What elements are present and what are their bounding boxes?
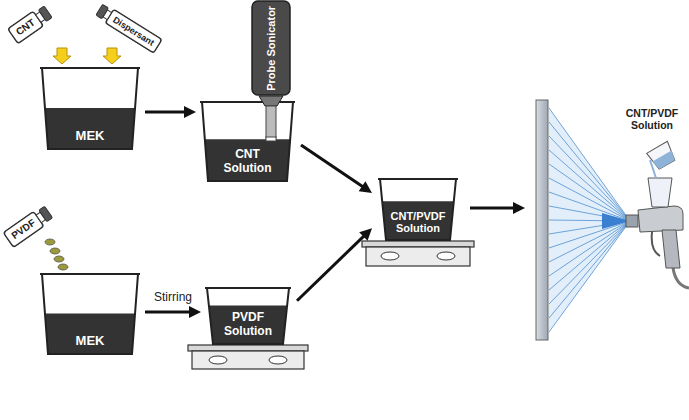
pour-beaker [647,141,678,178]
stirrer-plate [362,241,474,266]
pvdf-pellets [45,239,68,270]
beaker: CNT/PVDF Solution [378,177,458,241]
label-holder: CNT/PVDF Solution [620,108,684,131]
node-label: MEK [76,129,105,144]
spray-cone [549,108,630,332]
flow-arrow [301,145,372,193]
node-label: CNT Solution [217,148,279,176]
reagent-bottle: Dispersant [93,2,163,55]
beaker: MEK [40,66,140,150]
probe-body: Probe Sonicator [251,0,291,96]
flow-arrow [145,306,201,318]
add-arrow [103,48,121,64]
node-label: MEK [76,334,105,349]
flow-arrow [297,228,372,301]
node-label: PVDF Solution [218,311,278,339]
stirrer-plate [188,345,308,369]
beaker: CNT Solution [200,100,295,182]
edge-label: Stirring [152,290,194,304]
reagent-bottle: CNT [6,3,54,45]
probe-sonicator: Probe Sonicator [251,0,291,142]
substrate-panel [536,100,548,340]
flow-arrow [470,202,525,214]
beaker: MEK [40,272,140,355]
node-label: Probe Sonicator [265,6,278,91]
spray-gun [626,178,689,288]
add-arrow [53,48,71,64]
beaker: PVDF Solution [205,286,291,345]
flow-arrow [145,106,196,118]
solution-label: CNT/PVDF Solution [620,108,684,131]
node-label: CNT/PVDF Solution [386,210,450,235]
spray-lines [549,108,630,332]
